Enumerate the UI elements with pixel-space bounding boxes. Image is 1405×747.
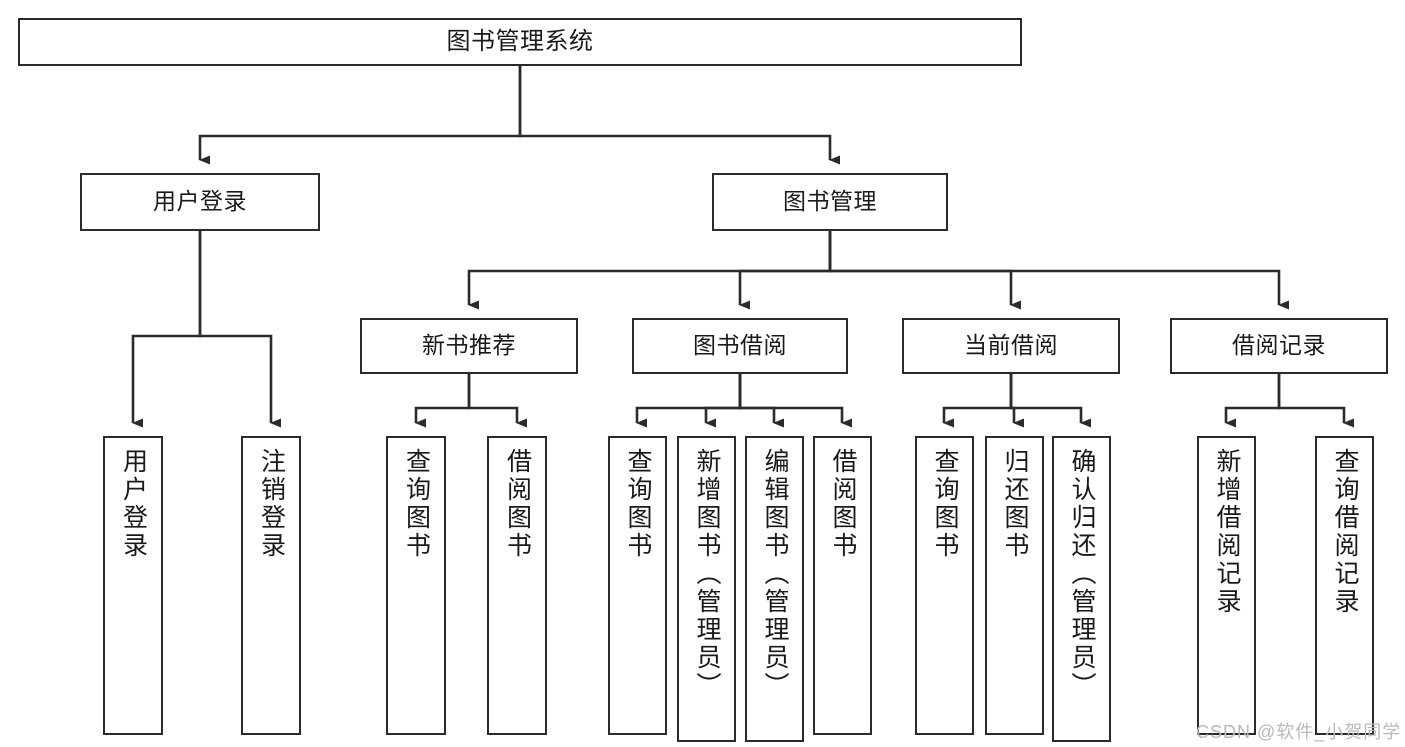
- node-root[interactable]: 图书管理系统: [18, 18, 1022, 66]
- node-borrow-record[interactable]: 借阅记录: [1170, 318, 1388, 374]
- node-label: 用户登录: [119, 448, 148, 560]
- node-label: 用户登录: [153, 188, 247, 215]
- node-label: 当前借阅: [964, 332, 1058, 359]
- edge-borrow-record-to-leaf-add-borrow-record: [1224, 374, 1281, 428]
- edge-book-borrow-to-leaf-edit-book-admin: [738, 374, 784, 428]
- node-leaf-add-book-admin[interactable]: 新增图书（管理员）: [677, 436, 736, 742]
- node-label: 编辑图书（管理员）: [761, 448, 789, 700]
- node-leaf-return-book[interactable]: 归还图书: [985, 436, 1044, 735]
- edge-book-borrow-to-leaf-add-book-admin: [704, 374, 742, 428]
- node-label: 查询图书: [931, 448, 959, 560]
- edge-current-borrow-to-leaf-query-book-3: [942, 374, 1013, 428]
- node-leaf-borrow-book-1[interactable]: 借阅图书: [487, 436, 547, 735]
- edge-root-to-book-manage: [518, 66, 840, 165]
- node-label: 归还图书: [1001, 448, 1029, 560]
- node-leaf-edit-book-admin[interactable]: 编辑图书（管理员）: [745, 436, 804, 742]
- edge-new-book-recommend-to-leaf-borrow-book-1: [467, 374, 527, 428]
- node-label: 图书借阅: [693, 332, 787, 359]
- node-leaf-confirm-return-admin[interactable]: 确认归还（管理员）: [1052, 436, 1111, 742]
- watermark-label: CSDN @软件_小贺同学: [1196, 722, 1402, 742]
- edge-user-login-to-leaf-user-login: [131, 231, 202, 428]
- edge-user-login-to-leaf-user-logout: [198, 231, 281, 428]
- edge-book-borrow-to-leaf-query-book-2: [635, 374, 742, 428]
- node-leaf-user-login[interactable]: 用户登录: [103, 436, 163, 735]
- edge-book-manage-to-current-borrow: [828, 231, 1021, 310]
- node-label: 图书管理系统: [446, 27, 594, 55]
- node-leaf-user-logout[interactable]: 注销登录: [241, 436, 301, 735]
- node-leaf-query-book-1[interactable]: 查询图书: [386, 436, 446, 735]
- node-label: 借阅图书: [503, 448, 532, 560]
- node-label: 注销登录: [257, 448, 286, 560]
- edge-current-borrow-to-leaf-return-book: [1009, 374, 1024, 428]
- edge-current-borrow-to-leaf-confirm-return-admin: [1009, 374, 1091, 428]
- node-user-login[interactable]: 用户登录: [80, 173, 320, 231]
- node-book-borrow[interactable]: 图书借阅: [632, 318, 848, 374]
- node-label: 确认归还（管理员）: [1068, 448, 1096, 700]
- edge-root-to-user-login: [198, 66, 522, 165]
- edge-book-manage-to-borrow-record: [828, 231, 1289, 310]
- node-label: 图书管理: [783, 188, 877, 215]
- edge-borrow-record-to-leaf-query-borrow-record: [1277, 374, 1354, 428]
- node-leaf-query-borrow-record[interactable]: 查询借阅记录: [1315, 436, 1374, 735]
- node-label: 查询图书: [402, 448, 431, 560]
- node-label: 查询借阅记录: [1331, 448, 1359, 616]
- edge-book-borrow-to-leaf-borrow-book-2: [738, 374, 852, 428]
- node-label: 借阅图书: [829, 448, 857, 560]
- node-label: 新增借阅记录: [1213, 448, 1241, 616]
- node-book-manage[interactable]: 图书管理: [712, 173, 948, 231]
- node-new-book-recommend[interactable]: 新书推荐: [360, 318, 578, 374]
- node-label: 借阅记录: [1232, 332, 1326, 359]
- node-label: 查询图书: [624, 448, 652, 560]
- edge-book-manage-to-new-book-recommend: [467, 231, 832, 310]
- node-leaf-add-borrow-record[interactable]: 新增借阅记录: [1197, 436, 1256, 735]
- node-current-borrow[interactable]: 当前借阅: [902, 318, 1120, 374]
- node-leaf-borrow-book-2[interactable]: 借阅图书: [813, 436, 872, 735]
- node-label: 新书推荐: [422, 332, 516, 359]
- node-leaf-query-book-3[interactable]: 查询图书: [915, 436, 974, 735]
- node-label: 新增图书（管理员）: [693, 448, 721, 700]
- edge-new-book-recommend-to-leaf-query-book-1: [414, 374, 471, 428]
- node-leaf-query-book-2[interactable]: 查询图书: [608, 436, 667, 735]
- edge-book-manage-to-book-borrow: [738, 231, 832, 310]
